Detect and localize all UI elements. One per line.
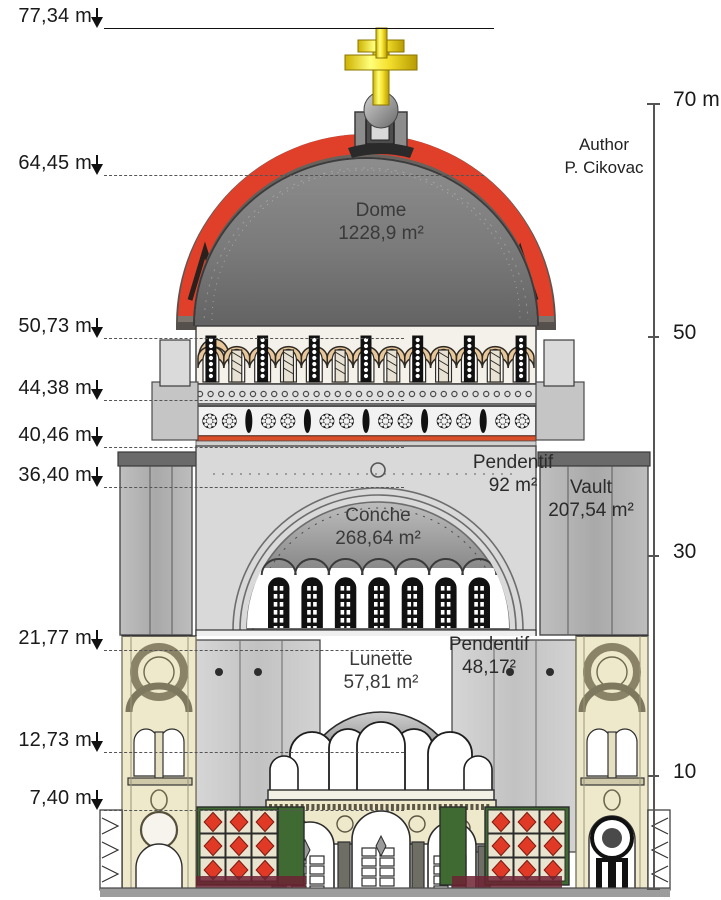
level-64-45-leader-line (104, 175, 484, 176)
level-21-77-leader-line (104, 650, 404, 651)
left-hatched-bay (99, 809, 123, 891)
scale-axis-line (653, 103, 655, 888)
dome-interior (193, 157, 539, 327)
level-7-40-label: 7,40 m (29, 787, 92, 809)
level-77-34-leader-line (104, 28, 494, 29)
level-44-38-arrow (91, 389, 103, 400)
level-77-34-label: 77,34 m (18, 5, 92, 27)
level-64-45-arrow (91, 164, 103, 175)
right-hatched-bay (647, 809, 671, 891)
author-credit: Author P. Cikovac (545, 134, 663, 180)
scale-axis-cap-top (647, 103, 660, 105)
level-50-73-arrow (91, 327, 103, 338)
level-12-73-stem (96, 732, 98, 744)
level-21-77-stem (96, 630, 98, 642)
level-77-34-stem (96, 8, 98, 20)
level-44-38-leader-line (104, 400, 404, 401)
rosette-frieze-band (195, 405, 537, 447)
scale-tick-30 (648, 555, 659, 557)
side-structure-blocks (117, 339, 651, 636)
level-40-46-arrow (91, 436, 103, 447)
level-36-40-arrow (91, 476, 103, 487)
level-44-38-stem (96, 380, 98, 392)
stained-glass-panels (196, 806, 570, 886)
scale-label-70: 70 m (673, 88, 720, 111)
level-36-40-stem (96, 467, 98, 479)
level-44-38-label: 44,38 m (18, 377, 92, 399)
level-7-40-arrow (91, 799, 103, 810)
scale-axis-cap-bottom (647, 888, 660, 890)
level-64-45-label: 64,45 m (18, 152, 92, 174)
level-40-46-label: 40,46 m (18, 424, 92, 446)
corner-tower-left (121, 635, 197, 891)
finial-cross-group (344, 27, 418, 129)
level-40-46-leader-line (104, 447, 404, 448)
level-50-73-label: 50,73 m (18, 315, 92, 337)
scale-label-10: 10 (673, 760, 697, 783)
level-36-40-leader-line (104, 487, 404, 488)
level-50-73-stem (96, 318, 98, 330)
level-12-73-leader-line (104, 752, 404, 753)
level-64-45-stem (96, 155, 98, 167)
lunette-section (267, 710, 495, 801)
ground-plinth (100, 876, 670, 897)
level-36-40-label: 36,40 m (18, 464, 92, 486)
upper-arcade-gallery (189, 325, 543, 405)
level-12-73-label: 12,73 m (18, 729, 92, 751)
level-40-46-stem (96, 427, 98, 439)
scale-tick-10 (648, 775, 659, 777)
author-label: Author (578, 135, 630, 154)
level-50-73-leader-line (104, 338, 404, 339)
level-7-40-leader-line (104, 810, 404, 811)
level-21-77-label: 21,77 m (18, 627, 92, 649)
scale-label-30: 30 (673, 540, 697, 563)
scale-label-50: 50 (673, 321, 697, 344)
level-7-40-stem (96, 790, 98, 802)
conche-arch-section (195, 445, 537, 639)
scale-tick-50 (648, 336, 659, 338)
level-77-34-arrow (91, 17, 103, 28)
level-21-77-arrow (91, 639, 103, 650)
level-12-73-arrow (91, 741, 103, 752)
author-name: P. Cikovac (564, 157, 644, 177)
corner-tower-right (575, 635, 649, 891)
